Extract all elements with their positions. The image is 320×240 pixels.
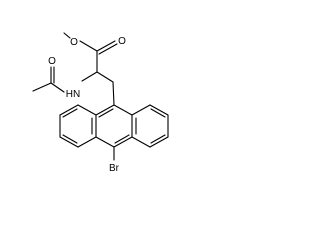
bond-ch2-ring [112,81,115,106]
bond-c9-c9a-double [98,108,114,118]
atom-br: Br [109,163,120,174]
bond-o-carbonyl-c [79,40,98,52]
bond-c10-c10a-double [114,134,130,144]
bond-c9-c9a [95,104,115,116]
molecule-drawing: O O HN O Br [32,32,169,174]
bond-c4a-c10 [95,136,115,148]
bond-c3-c4 [59,136,79,148]
atom-o-acetyl: O [48,56,56,67]
structure-canvas: O O HN O Br [32,32,169,174]
atom-o-ester-carbonyl: O [118,36,126,47]
bond-nh-acetyl-c [50,82,65,93]
bond-c1-c2 [59,104,79,116]
atom-o-ether: O [70,37,78,48]
bond-c10-c10a [113,136,133,148]
bond-acetyl-methyl [32,82,52,92]
bond-c6-c5 [149,136,169,148]
bond-c3-c4-double [62,134,78,144]
bond-c6-c5-double [150,134,166,144]
bond-c8a-c8 [131,104,151,116]
bond-c4-c4a [77,136,97,148]
bond-ester-c-o-1 [96,40,116,52]
bond-ester-c-o-2 [98,43,118,55]
bond-methyl-o [63,32,71,39]
bond-c8-c7 [149,104,169,116]
bond-c5-c10a [131,136,151,148]
bond-c9a-c1 [77,104,97,116]
bond-alpha-nh [81,71,98,82]
bond-c8a-c9 [113,104,133,116]
bond-c1-c2-double [62,108,78,118]
atom-nh: HN [66,89,80,100]
bond-alpha-ch2 [96,71,114,83]
bond-c8-c7-double [150,108,166,118]
